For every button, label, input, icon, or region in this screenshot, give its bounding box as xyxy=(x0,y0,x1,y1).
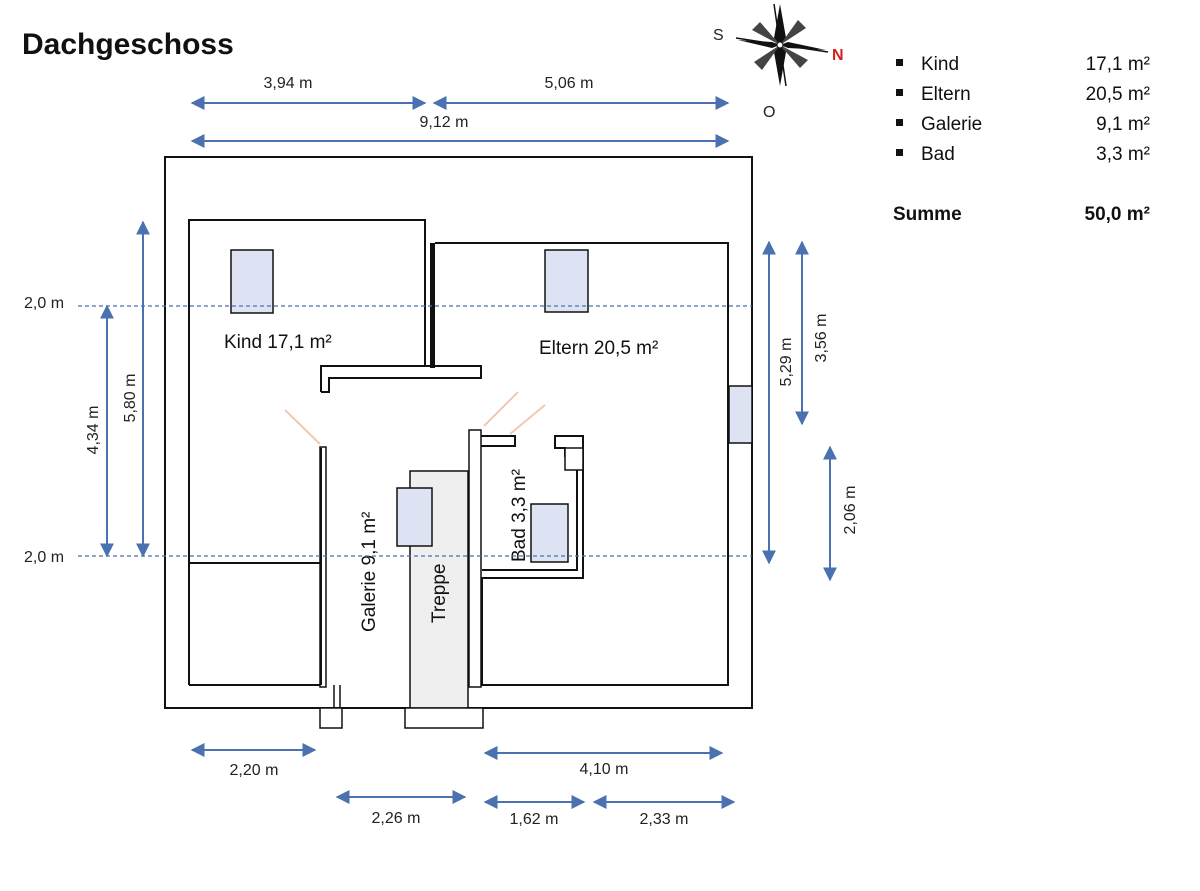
legend-item-value: 17,1 m² xyxy=(1086,54,1150,75)
dimension-label: 2,06 m xyxy=(842,486,859,535)
dimension-label: 5,06 m xyxy=(545,75,594,92)
bad-wall xyxy=(564,447,584,471)
stair-wall xyxy=(468,429,482,688)
room-label-galerie: Galerie 9,1 m² xyxy=(359,512,380,632)
legend-total-value: 50,0 m² xyxy=(1085,204,1150,225)
room-label-bad: Bad 3,3 m² xyxy=(509,469,530,562)
ledge-wall xyxy=(320,365,482,393)
dimension-label: 2,33 m xyxy=(640,811,689,828)
compass-east-label: O xyxy=(763,104,775,121)
dimension-label: 2,26 m xyxy=(372,810,421,827)
kind-room-wall xyxy=(188,219,426,685)
compass-north-label: N xyxy=(832,47,844,64)
level-label: 2,0 m xyxy=(24,549,64,566)
room-label-eltern: Eltern 20,5 m² xyxy=(539,338,658,359)
eltern-room-wall xyxy=(435,242,729,686)
roof-window xyxy=(230,249,274,314)
legend-total-label: Summe xyxy=(893,204,962,225)
roof-window xyxy=(544,249,589,313)
dimension-label: 4,10 m xyxy=(580,761,629,778)
legend-item-name: Bad xyxy=(921,144,955,165)
dimension-label: 5,80 m xyxy=(122,374,139,423)
roof-window xyxy=(530,503,569,563)
door-pillar xyxy=(319,707,343,729)
legend-bullet xyxy=(896,89,903,96)
legend-bullet xyxy=(896,59,903,66)
bad-wall xyxy=(481,435,516,447)
dimension-label: 2,20 m xyxy=(230,762,279,779)
legend-item-value: 20,5 m² xyxy=(1086,84,1150,105)
dimension-label: 3,94 m xyxy=(264,75,313,92)
roof-window xyxy=(396,487,433,547)
stair-base-wall xyxy=(404,707,484,729)
compass-south-label: S xyxy=(713,27,724,44)
legend-item-value: 9,1 m² xyxy=(1096,114,1150,135)
legend-bullet xyxy=(896,149,903,156)
room-label-treppe: Treppe xyxy=(429,564,450,624)
galerie-west-wall xyxy=(319,446,327,688)
dimension-label: 1,62 m xyxy=(510,811,559,828)
legend-item-name: Kind xyxy=(921,54,959,75)
level-label: 2,0 m xyxy=(24,295,64,312)
dimension-label: 3,56 m xyxy=(813,314,830,363)
door-swing xyxy=(483,391,519,427)
dimension-label: 5,29 m xyxy=(778,338,795,387)
room-label-kind: Kind 17,1 m² xyxy=(224,332,332,353)
bad-wall xyxy=(482,435,584,579)
door-swing xyxy=(509,404,546,435)
legend-item-value: 3,3 m² xyxy=(1096,144,1150,165)
legend-item-name: Galerie xyxy=(921,114,982,135)
legend-bullet xyxy=(896,119,903,126)
page-title: Dachgeschoss xyxy=(22,28,234,61)
door-swing xyxy=(284,409,321,445)
area-legend: Kind 17,1 m² Eltern 20,5 m² Galerie 9,1 … xyxy=(893,54,1150,225)
wall-window xyxy=(728,385,753,444)
dimension-label: 9,12 m xyxy=(420,114,469,131)
dimension-label: 4,34 m xyxy=(85,406,102,455)
legend-item-name: Eltern xyxy=(921,84,971,105)
partition-wall xyxy=(430,243,435,368)
compass-rose xyxy=(735,3,829,87)
